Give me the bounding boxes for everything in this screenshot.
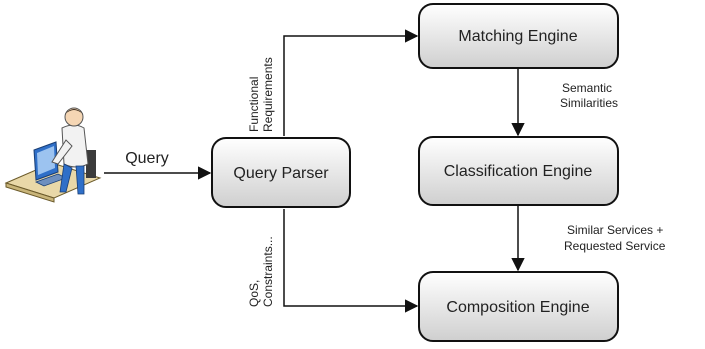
- edge-qos-constraints: QoS, Constraints...: [247, 209, 419, 313]
- edge-semantic-similarities: Semantic Similarities: [511, 69, 618, 137]
- composition-engine-label: Composition Engine: [446, 299, 589, 316]
- edge-label-qos-1: QoS,: [247, 280, 261, 307]
- edge-label-functional-1: Functional: [247, 77, 261, 132]
- edge-label-semantic-2: Similarities: [560, 96, 618, 110]
- query-parser-node: Query Parser: [211, 137, 351, 208]
- query-parser-label: Query Parser: [233, 165, 329, 182]
- matching-engine-node: Matching Engine: [418, 3, 619, 69]
- user-at-computer-icon: [4, 107, 102, 203]
- edge-label-query: Query: [125, 150, 169, 167]
- edge-label-similar-2: Requested Service: [564, 239, 666, 253]
- matching-engine-label: Matching Engine: [458, 28, 577, 45]
- edge-label-similar-1: Similar Services +: [567, 223, 663, 237]
- edge-label-semantic-1: Semantic: [562, 81, 612, 95]
- classification-engine-label: Classification Engine: [444, 163, 593, 180]
- composition-engine-node: Composition Engine: [418, 271, 619, 342]
- classification-engine-node: Classification Engine: [418, 136, 619, 206]
- edge-label-functional-2: Requirements: [261, 57, 275, 132]
- edge-label-qos-2: Constraints...: [261, 236, 275, 307]
- edge-similar-services: Similar Services + Requested Service: [511, 206, 666, 272]
- edge-functional-requirements: Functional Requirements: [247, 29, 419, 136]
- edge-query: Query: [104, 150, 212, 180]
